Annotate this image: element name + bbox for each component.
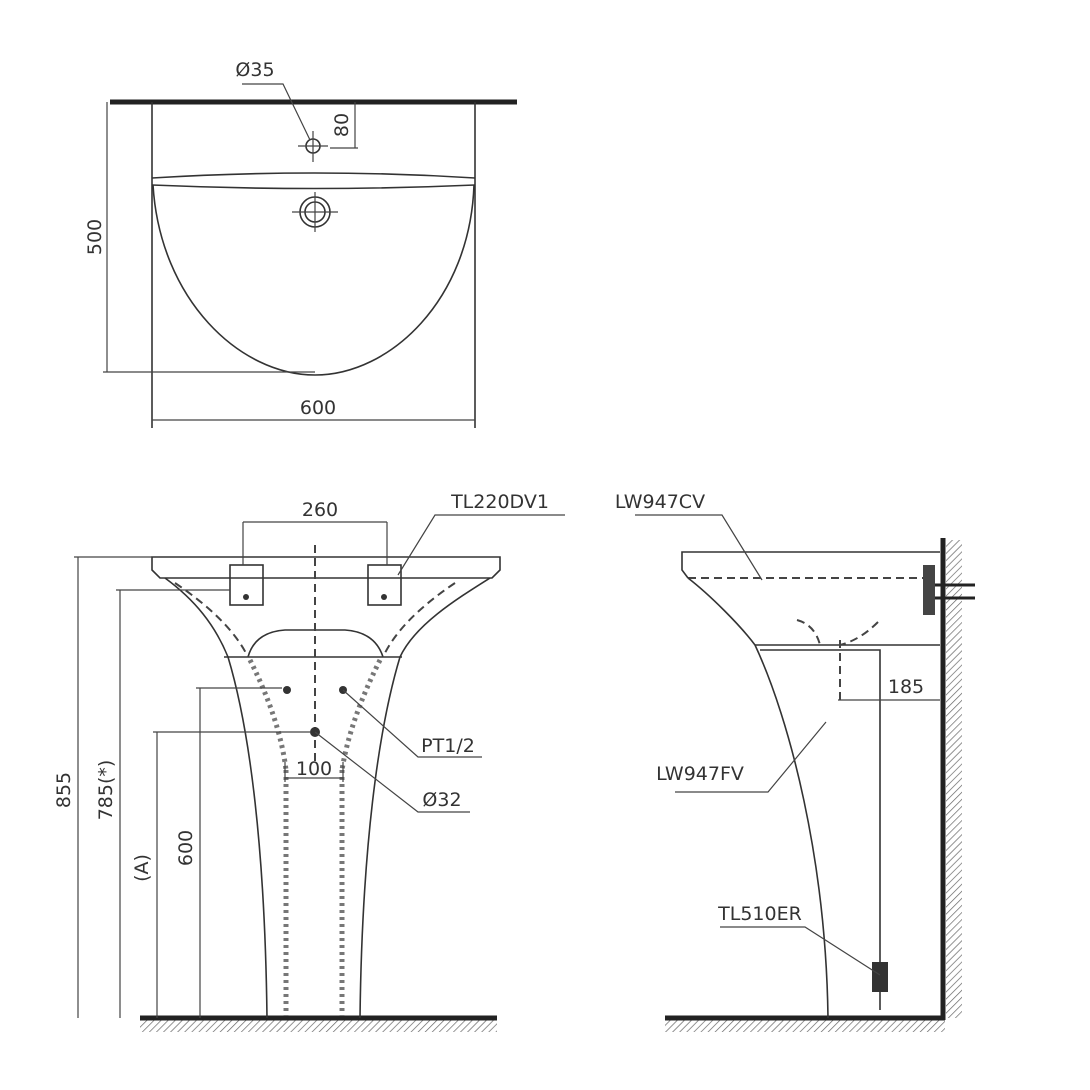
dim-tap-offset: 80 — [331, 113, 353, 137]
front-view: 260 TL220DV1 855 785(*) (A) 600 100 PT1/… — [53, 491, 565, 1032]
basin-bowl — [152, 184, 475, 376]
dim-width: 600 — [300, 397, 336, 419]
dim-depth: 500 — [84, 219, 106, 255]
label-supply-thread: PT1/2 — [421, 735, 475, 757]
drain-icon — [292, 192, 338, 232]
trap-icon — [872, 962, 888, 992]
label-tap-model: TL220DV1 — [450, 491, 549, 513]
basin-rim — [151, 172, 476, 179]
label-pedestal-model: LW947FV — [656, 763, 744, 785]
basin-slab — [151, 556, 501, 579]
dim-rim-height: 785(*) — [95, 760, 117, 821]
dim-a: (A) — [131, 854, 153, 882]
label-basin-model: LW947CV — [615, 491, 705, 513]
tap-hole-icon — [298, 131, 328, 162]
valve-left-icon — [229, 564, 264, 606]
dim-supply-height: 600 — [175, 830, 197, 866]
label-drain-diameter: Ø32 — [422, 789, 461, 811]
dim-tap-spacing: 260 — [302, 499, 338, 521]
dim-wall-offset: 185 — [888, 676, 924, 698]
top-view: 500 600 Ø35 80 — [84, 59, 517, 428]
dim-overflow-diameter: Ø35 — [235, 59, 274, 81]
dim-supply-spacing: 100 — [296, 758, 332, 780]
valve-right-icon — [367, 564, 402, 606]
valve-icon — [923, 565, 935, 615]
dim-total-height: 855 — [53, 772, 75, 808]
label-trap-model: TL510ER — [717, 903, 802, 925]
side-view: 185 LW947CV LW947FV TL510ER — [615, 491, 975, 1032]
